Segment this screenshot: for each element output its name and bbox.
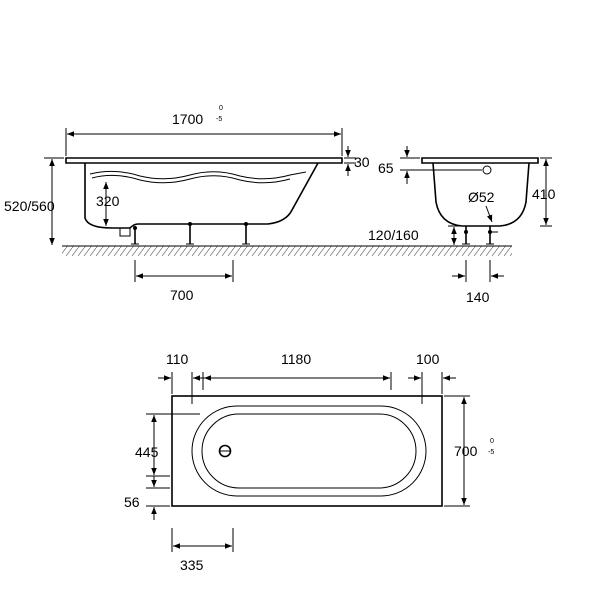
length-tol-lower: -5 [216,116,222,123]
end-rim [421,157,539,164]
drain-diameter-label: Ø52 [468,189,495,205]
drain-offset-label: 65 [378,160,394,176]
plan-basin-outer [191,405,427,497]
end-height-label: 410 [532,186,556,202]
left-margin-label: 110 [166,351,189,367]
drain-position-label: 445 [135,444,159,460]
dim-length: 1700 0 -5 [65,105,343,156]
dim-inner-length: 1180 [202,351,392,390]
width-tol-upper: 0 [490,438,494,445]
dim-foot-height: 120/160 [368,225,464,245]
tub-rim [65,157,343,164]
side-view: 1700 0 -5 30 520/560 320 700 [4,105,512,303]
dim-rim-thickness: 30 [344,146,370,176]
overall-height-label: 520/560 [4,198,55,214]
width-tol-lower: -5 [488,449,494,456]
end-body [432,162,530,227]
length-tol-upper: 0 [219,105,223,112]
end-view: 65 410 Ø52 120/160 140 [368,146,556,305]
dim-drain-position: 445 [135,413,200,477]
drain-trap [119,228,131,237]
floor-hatch [62,246,512,256]
foot-spacing-label: 140 [466,289,490,305]
tub-inner-wave [89,170,307,180]
right-margin-label: 100 [416,351,440,367]
dim-drain-diameter: Ø52 [468,189,495,223]
tub-inner-wave-2 [91,174,291,184]
dim-end-height: 410 [532,157,556,227]
dim-right-margin: 100 [408,351,456,404]
plan-view: 110 1180 100 700 0 -5 [124,351,494,573]
dim-width: 700 0 -5 [444,395,494,507]
width-label: 700 [454,443,478,459]
dim-leg-spacing: 700 [134,260,234,303]
leg-spacing-label: 700 [170,287,194,303]
legs [131,222,250,245]
plan-outline [171,395,443,507]
dim-left-margin: 110 [158,351,206,404]
rim-thickness-label: 30 [354,154,370,170]
dim-inner-depth: 320 [96,182,120,226]
dim-overall-height: 520/560 [4,157,64,245]
dim-drain-offset: 65 [378,146,482,184]
overflow-hole [482,165,492,175]
foot-height-label: 120/160 [368,227,419,243]
drain-edge-label: 56 [124,494,140,510]
dim-drain-from-end: 335 [171,528,234,573]
drain-from-end-label: 335 [180,557,204,573]
tub-body [84,162,319,229]
length-label: 1700 [172,111,203,127]
inner-depth-label: 320 [96,193,120,209]
dim-drain-edge: 56 [124,476,170,520]
dim-foot-spacing: 140 [452,260,504,305]
inner-length-label: 1180 [281,351,311,367]
end-feet [462,226,498,245]
plan-basin-inner [201,413,417,489]
